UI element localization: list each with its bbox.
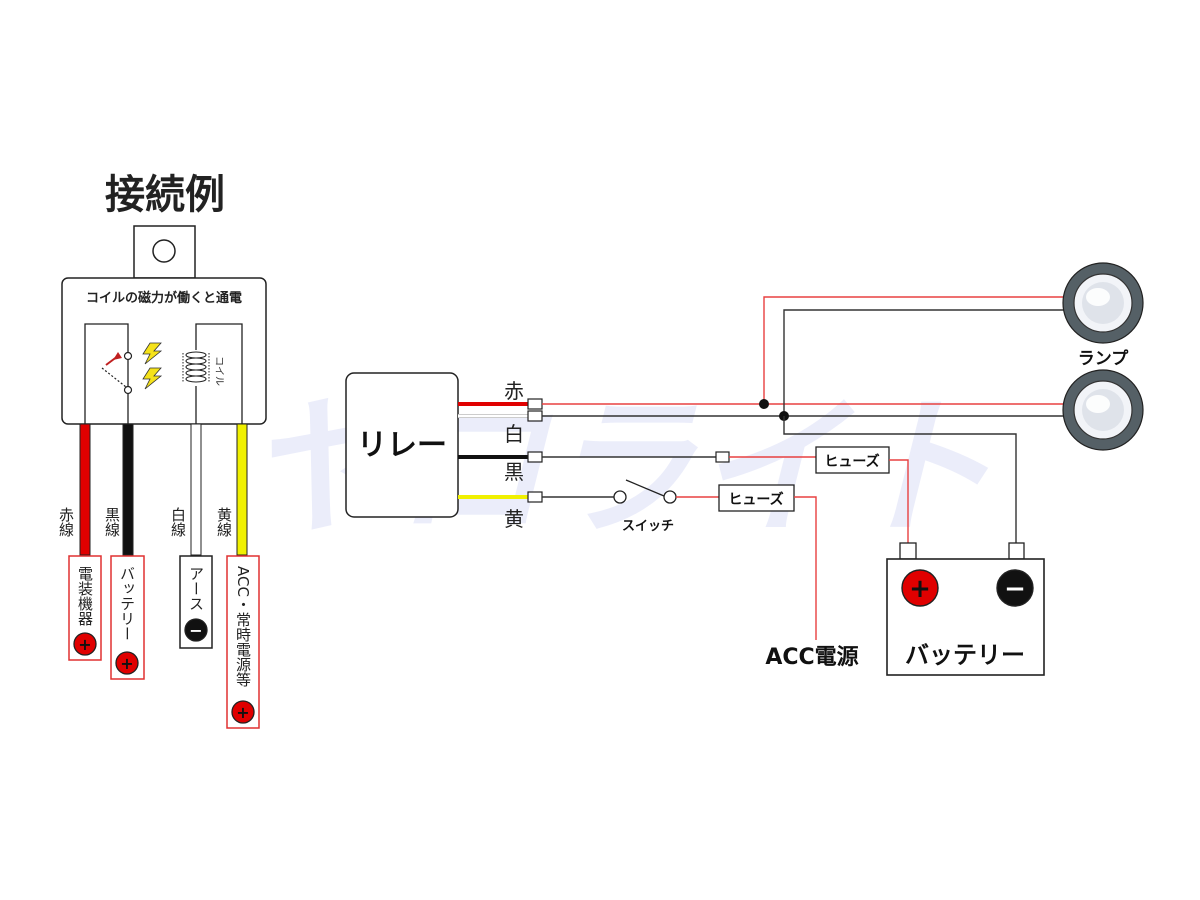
plus-icon xyxy=(901,569,939,607)
target-label-acc: ACC・常時電源等 xyxy=(234,566,252,687)
target-box-acc xyxy=(226,555,260,729)
battery-minus-sign: − xyxy=(1004,574,1026,604)
acc-label: ACC電源 xyxy=(765,645,858,670)
yellow-wire xyxy=(236,423,248,556)
plus-icon xyxy=(231,700,255,724)
black-wire xyxy=(122,423,134,556)
connector xyxy=(527,451,543,463)
lamp-label: ランプ xyxy=(1078,348,1129,369)
plus-sign: + xyxy=(236,703,249,722)
fuse-upper xyxy=(815,446,890,474)
lamp-icon xyxy=(1062,262,1144,344)
wire-name-yellow: 黄線 xyxy=(215,507,233,537)
page-title: 接続例 xyxy=(105,172,225,218)
connector xyxy=(715,451,730,463)
coil-icon xyxy=(182,350,210,386)
contact-switch-icon xyxy=(101,351,133,395)
switch-label: スイッチ xyxy=(622,519,674,534)
target-label-electrical: 電装機器 xyxy=(76,566,94,626)
battery-terminal-minus xyxy=(1008,542,1025,560)
wire-label-black: 黒 xyxy=(504,460,524,484)
wiring-schematic: リレー 赤 白 黒 黄 ヒューズ xyxy=(345,262,1144,676)
relay-box-label: リレー xyxy=(357,428,447,463)
switch-terminal xyxy=(663,490,677,504)
wire-label-red: 赤 xyxy=(504,379,524,403)
white-wire xyxy=(190,423,202,556)
relay-box xyxy=(345,372,459,518)
junction-dot xyxy=(759,399,769,409)
connector xyxy=(527,491,543,503)
wire-name-black: 黒線 xyxy=(103,507,121,537)
fuse-lower xyxy=(718,484,795,512)
wire-label-yellow: 黄 xyxy=(504,507,524,531)
relay-caption: コイルの磁力が働くと通電 xyxy=(86,290,242,306)
mount-hole-icon xyxy=(152,239,176,263)
coil-label: コイル xyxy=(213,356,224,386)
target-box-battery xyxy=(110,555,145,680)
target-label-battery: バッテリー xyxy=(118,566,136,641)
relay-body xyxy=(61,277,267,425)
red-wire xyxy=(79,423,91,556)
target-label-ground: アース xyxy=(187,566,205,611)
battery-plus-sign: + xyxy=(909,574,931,604)
plus-icon xyxy=(73,632,97,656)
connector xyxy=(527,398,543,410)
fuse-lower-label: ヒューズ xyxy=(728,491,783,508)
plus-sign: + xyxy=(78,635,91,654)
lightning-icon xyxy=(142,342,163,390)
wire-label-white: 白 xyxy=(504,422,524,446)
plus-sign: + xyxy=(120,654,133,673)
lamp-icon xyxy=(1062,369,1144,451)
plus-icon xyxy=(115,651,139,675)
minus-icon xyxy=(996,569,1034,607)
minus-icon xyxy=(184,618,208,642)
battery-label: バッテリー xyxy=(905,641,1025,669)
wire-name-white: 白線 xyxy=(169,507,187,537)
minus-sign: − xyxy=(189,621,202,640)
switch-lever xyxy=(625,479,665,497)
switch-terminal xyxy=(613,490,627,504)
wire-name-red: 赤線 xyxy=(57,507,75,537)
fuse-upper-label: ヒューズ xyxy=(824,453,879,470)
battery-terminal-plus xyxy=(899,542,917,560)
relay-panel: コイルの磁力が働くと通電 コイル xyxy=(57,225,267,729)
connector xyxy=(527,410,543,422)
